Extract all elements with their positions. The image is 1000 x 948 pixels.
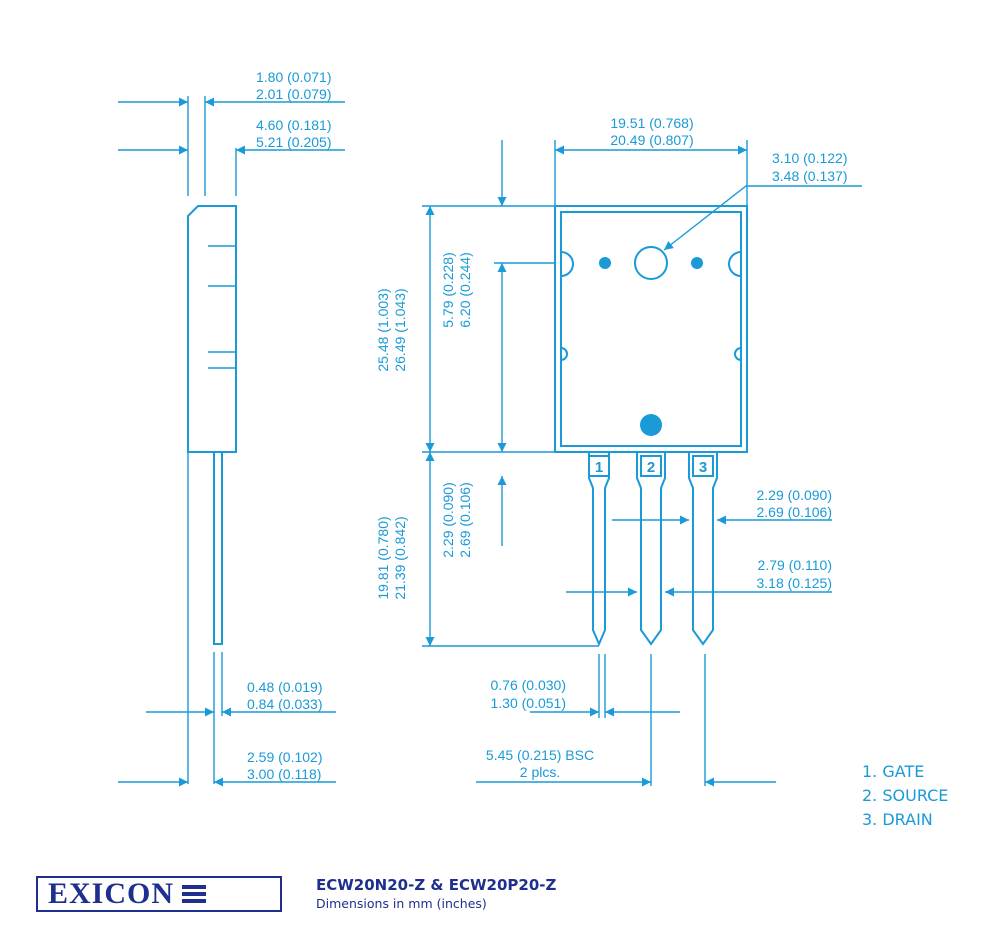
legend-source: 2. SOURCE <box>862 786 949 805</box>
lead-2 <box>636 452 666 646</box>
side-view: 1.80 (0.071) 2.01 (0.079) 4.60 (0.181) 5… <box>118 69 345 787</box>
body-thk-max: 5.21 (0.205) <box>256 134 332 150</box>
units-subtitle: Dimensions in mm (inches) <box>316 896 487 911</box>
hole-dia-max: 3.48 (0.137) <box>772 168 848 184</box>
side-body-outline <box>187 205 237 453</box>
pin-legend: 1. GATE 2. SOURCE 3. DRAIN <box>862 760 948 832</box>
logo-text: EXICON <box>48 877 175 910</box>
lead-thk-max: 2.01 (0.079) <box>256 86 332 102</box>
side-lead-w-min: 0.48 (0.019) <box>247 679 323 695</box>
front-view: 1 2 3 19.51 (0.768) 20.49 (0.807) 3.10 (… <box>375 115 862 787</box>
side-offset-min: 2.59 (0.102) <box>247 749 323 765</box>
lead-narrow-min: 0.76 (0.030) <box>491 677 567 693</box>
side-lead-outline <box>213 451 223 645</box>
three-bar-icon <box>182 885 207 903</box>
lead-len-min: 19.81 (0.780) <box>375 516 391 599</box>
body-thk-min: 4.60 (0.181) <box>256 117 332 133</box>
lead-1 <box>588 452 610 647</box>
width-min: 19.51 (0.768) <box>610 115 693 131</box>
lead-shoulder-max: 2.69 (0.106) <box>457 482 473 558</box>
lead-thk-min: 1.80 (0.071) <box>256 69 332 85</box>
pitch-value: 5.45 (0.215) BSC <box>486 747 594 763</box>
body-len-max: 26.49 (1.043) <box>392 288 408 371</box>
lead-shoulder-min: 2.29 (0.090) <box>440 482 456 558</box>
side-lead-w-max: 0.84 (0.033) <box>247 696 323 712</box>
exicon-logo: EXICON <box>36 876 282 912</box>
pin-number-1: 1 <box>595 459 603 476</box>
lead-3 <box>688 452 718 646</box>
package-outline-drawing: 1.80 (0.071) 2.01 (0.079) 4.60 (0.181) 5… <box>118 69 862 787</box>
side-offset-max: 3.00 (0.118) <box>247 766 321 782</box>
part-number-title: ECW20N20-Z & ECW20P20-Z <box>316 876 557 894</box>
pin-number-3: 3 <box>699 459 707 476</box>
body-len-min: 25.48 (1.003) <box>375 288 391 371</box>
lead-wide-min: 2.79 (0.110) <box>758 557 832 573</box>
mounting-hole <box>634 246 668 280</box>
legend-drain: 3. DRAIN <box>862 810 933 829</box>
hole-dia-min: 3.10 (0.122) <box>772 150 848 166</box>
front-body-outer <box>554 205 748 453</box>
width-max: 20.49 (0.807) <box>610 132 693 148</box>
pin-number-2: 2 <box>647 459 655 476</box>
hole-pos-min: 5.79 (0.228) <box>440 252 456 328</box>
hole-pos-max: 6.20 (0.244) <box>457 252 473 328</box>
shoulder-w-max: 2.69 (0.106) <box>757 504 833 520</box>
lead-wide-max: 3.18 (0.125) <box>757 575 833 591</box>
lead-narrow-max: 1.30 (0.051) <box>491 695 567 711</box>
shoulder-w-min: 2.29 (0.090) <box>757 487 833 503</box>
front-body-inner <box>560 211 742 447</box>
pitch-count: 2 plcs. <box>520 764 560 780</box>
legend-gate: 1. GATE <box>862 762 925 781</box>
lead-len-max: 21.39 (0.842) <box>392 516 408 599</box>
